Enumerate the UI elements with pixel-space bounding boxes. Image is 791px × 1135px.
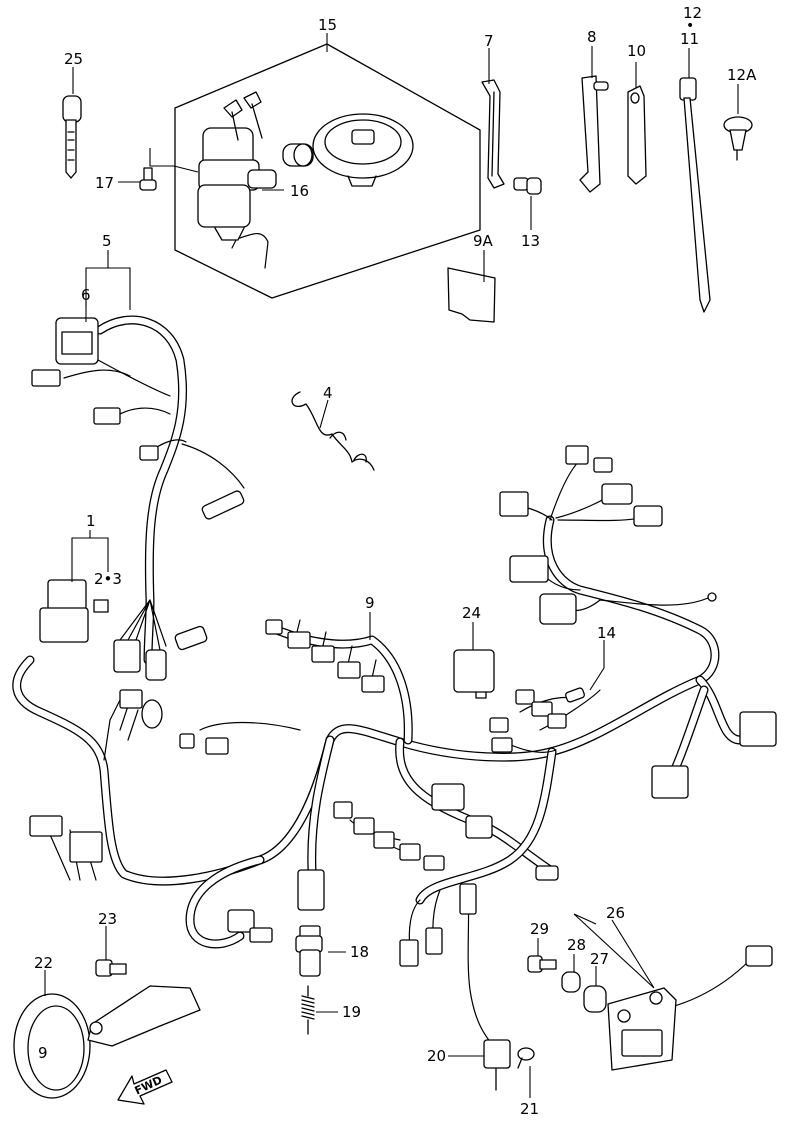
spring-4 <box>291 391 375 471</box>
sensor-26 <box>607 945 773 1071</box>
callout-19: 19 <box>342 1003 361 1021</box>
cable-tie <box>679 77 711 313</box>
callout-24: 24 <box>462 604 481 622</box>
screw-21 <box>517 1047 535 1069</box>
callout-29: 29 <box>530 920 549 938</box>
main-harness-1 <box>12 445 777 1051</box>
plate-9a <box>447 267 496 323</box>
callout-8: 8 <box>587 28 597 46</box>
callout-16: 16 <box>290 182 309 200</box>
clip-12a <box>723 116 753 161</box>
key <box>62 95 82 179</box>
bolt-23 <box>95 959 127 977</box>
forward-arrow-icon: FWD <box>117 1069 173 1105</box>
spring-19 <box>301 985 315 1035</box>
clamp-8 <box>579 75 609 193</box>
callout-9: 9 <box>365 594 375 612</box>
callout-15: 15 <box>318 16 337 34</box>
callout-21: 21 <box>520 1100 539 1118</box>
horn-22 <box>13 985 201 1099</box>
callout-14: 14 <box>597 624 616 642</box>
callout-22: 22 <box>34 954 53 972</box>
callout-13: 13 <box>521 232 540 250</box>
clamp-10 <box>627 85 647 185</box>
callout-18: 18 <box>350 943 369 961</box>
callout-25: 25 <box>64 50 83 68</box>
screw-13 <box>513 177 542 195</box>
callout-20: 20 <box>427 1047 446 1065</box>
bolt-29 <box>527 955 557 973</box>
callout-10: 10 <box>627 42 646 60</box>
bushing-27 <box>583 985 607 1013</box>
ignition-switch-set <box>174 43 481 299</box>
collar-28 <box>561 971 581 993</box>
leader-lines <box>44 33 739 1098</box>
callout-12a: 12A <box>727 66 757 84</box>
sub-harness-5 <box>31 315 245 681</box>
bracket-7 <box>481 79 505 189</box>
callout-6: 6 <box>81 286 91 304</box>
callout-26: 26 <box>606 904 625 922</box>
callout-9a: 9A <box>473 232 494 250</box>
callout-2-3: 2•3 <box>94 570 122 588</box>
callout-labels: 15 25 17 16 7 8 10 12 • 11 12A 13 9A 5 6… <box>34 4 757 1118</box>
callout-12: 12 <box>683 4 702 22</box>
horn-mark: 9 <box>38 1044 48 1062</box>
callout-5: 5 <box>102 232 112 250</box>
callout-17: 17 <box>95 174 114 192</box>
switch-20 <box>483 1039 511 1091</box>
callout-11: 11 <box>680 30 699 48</box>
callout-28: 28 <box>567 936 586 954</box>
callout-4: 4 <box>323 384 333 402</box>
relay-24 <box>453 649 495 699</box>
callout-27: 27 <box>590 950 609 968</box>
callout-1: 1 <box>86 512 96 530</box>
switch-18 <box>295 925 323 977</box>
screw-17 <box>139 167 157 191</box>
callout-dot: • <box>686 18 694 34</box>
callout-7: 7 <box>484 32 494 50</box>
callout-23: 23 <box>98 910 117 928</box>
